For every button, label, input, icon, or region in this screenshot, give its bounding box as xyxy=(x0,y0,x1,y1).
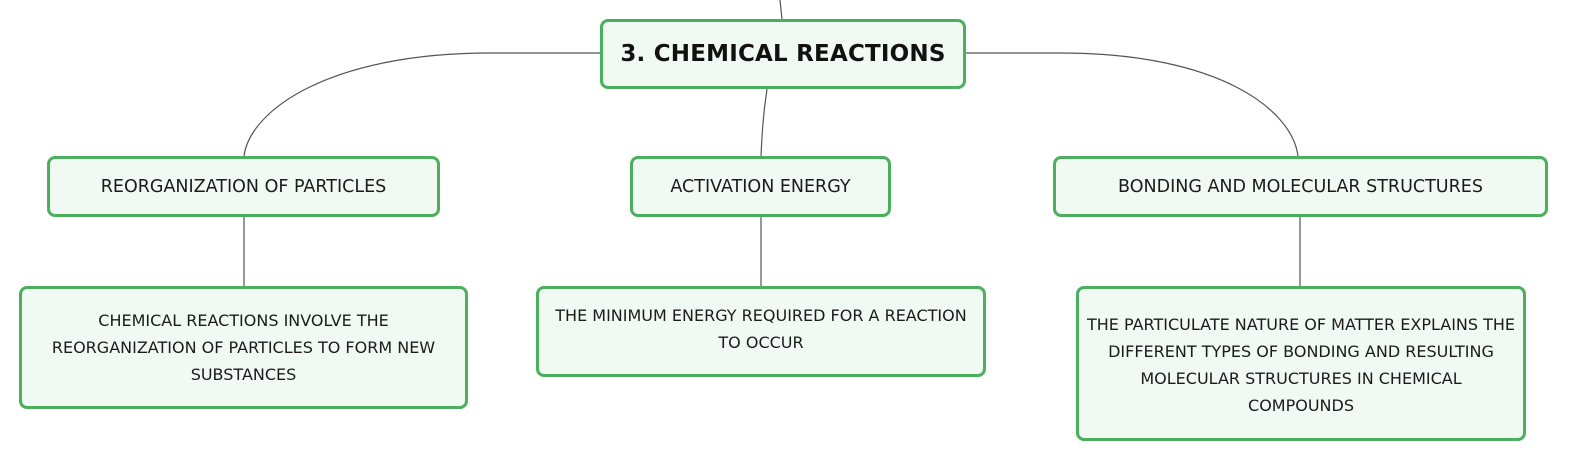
connector-root-to-topic-1 xyxy=(243,52,600,157)
root-node[interactable]: 3. CHEMICAL REACTIONS xyxy=(600,19,966,89)
detail-node-text: THE MINIMUM ENERGY REQUIRED FOR A REACTI… xyxy=(555,305,967,352)
connector-root-to-topic-2 xyxy=(760,88,768,157)
detail-node-text: CHEMICAL REACTIONS INVOLVE THE REORGANIZ… xyxy=(51,311,436,384)
topic-node-label: BONDING AND MOLECULAR STRUCTURES xyxy=(1118,176,1483,197)
detail-node-activation-energy[interactable]: THE MINIMUM ENERGY REQUIRED FOR A REACTI… xyxy=(536,286,986,377)
topic-node-activation-energy[interactable]: ACTIVATION ENERGY xyxy=(630,156,891,217)
connector-root-to-topic-3 xyxy=(966,52,1299,157)
detail-node-reorganization[interactable]: CHEMICAL REACTIONS INVOLVE THE REORGANIZ… xyxy=(19,286,468,409)
root-node-label: 3. CHEMICAL REACTIONS xyxy=(620,41,946,67)
topic-node-label: REORGANIZATION OF PARTICLES xyxy=(100,176,387,197)
topic-node-reorganization[interactable]: REORGANIZATION OF PARTICLES xyxy=(47,156,440,217)
topic-node-label: ACTIVATION ENERGY xyxy=(670,176,851,197)
detail-node-bonding[interactable]: THE PARTICULATE NATURE OF MATTER EXPLAIN… xyxy=(1076,286,1526,441)
detail-node-text: THE PARTICULATE NATURE OF MATTER EXPLAIN… xyxy=(1086,314,1516,415)
connector-parent-to-root xyxy=(779,0,783,20)
topic-node-bonding[interactable]: BONDING AND MOLECULAR STRUCTURES xyxy=(1053,156,1548,217)
